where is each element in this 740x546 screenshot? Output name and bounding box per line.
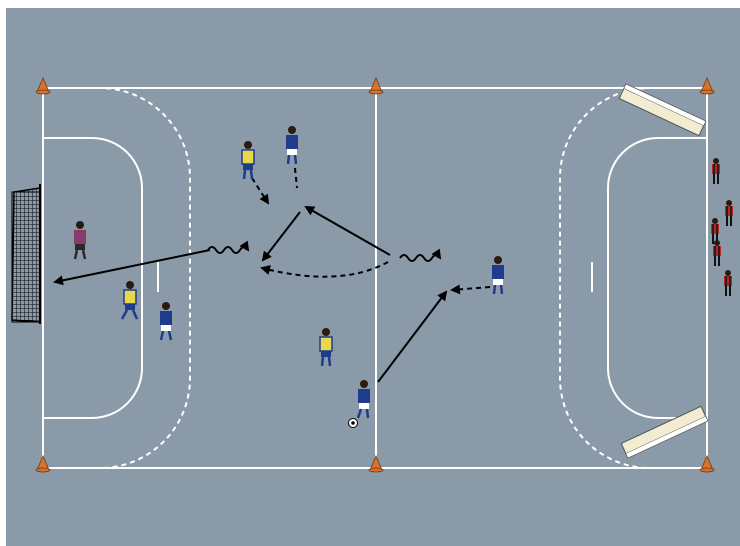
soccer-ball: [349, 419, 358, 428]
left-net-goal: [12, 184, 40, 324]
